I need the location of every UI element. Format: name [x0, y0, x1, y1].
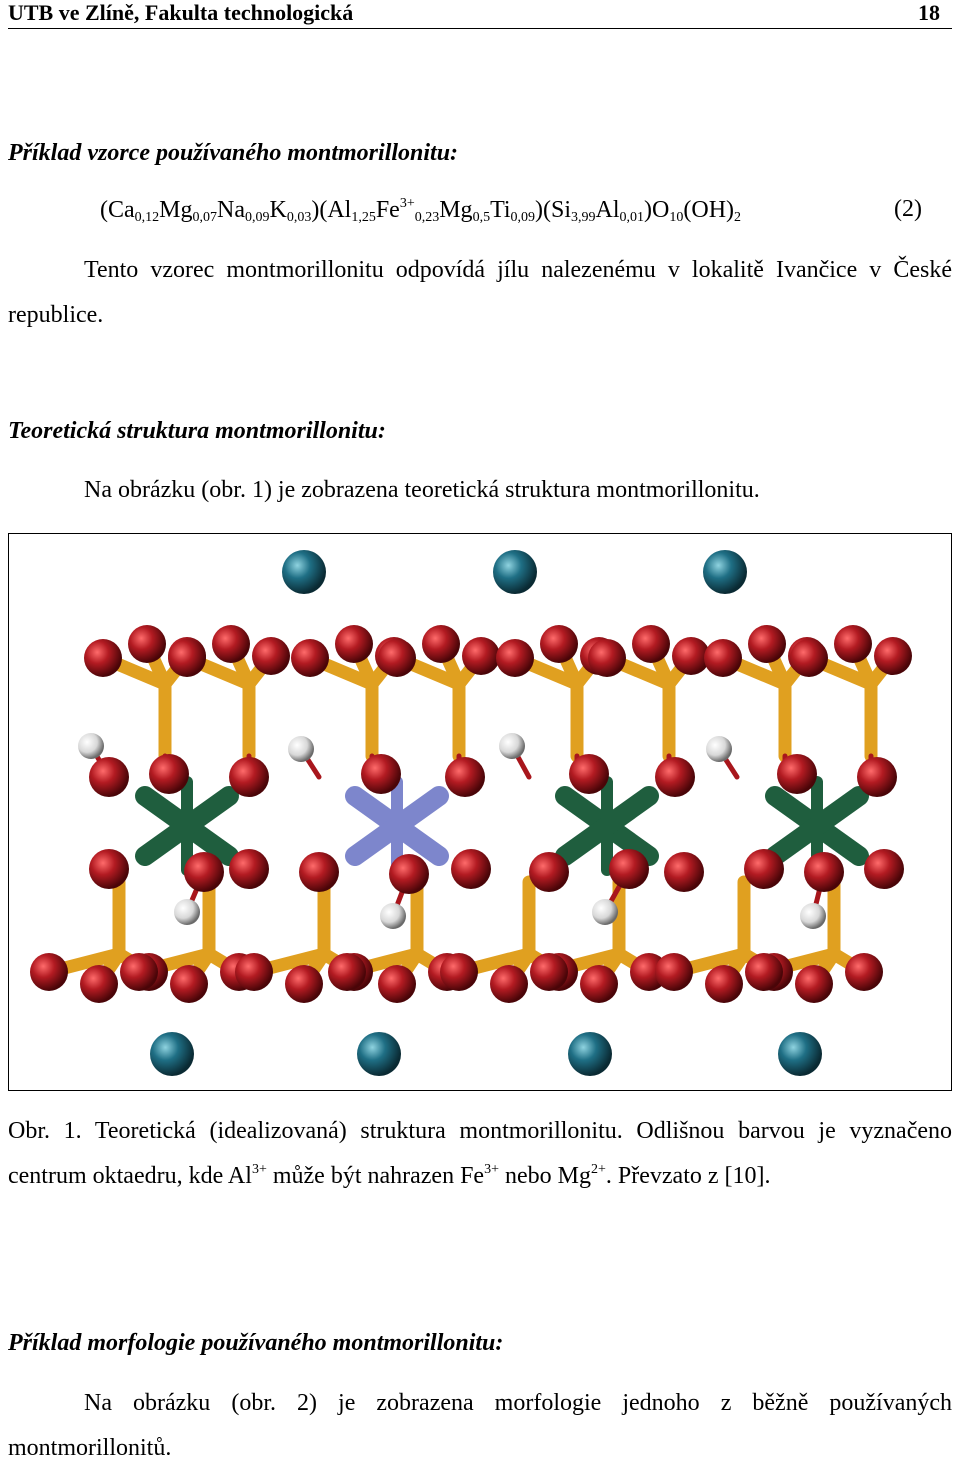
oxygen-atom — [777, 754, 817, 794]
oxygen-atom — [229, 849, 269, 889]
page-number: 18 — [918, 0, 940, 25]
oxygen-atom — [569, 754, 609, 794]
oxygen-atom — [422, 625, 460, 663]
oxygen-atom — [864, 849, 904, 889]
oxygen-atom — [857, 757, 897, 797]
oxygen-atom — [328, 953, 366, 991]
oxygen-atom — [252, 637, 290, 675]
paragraph-structure-intro: Na obrázku (obr. 1) je zobrazena teoreti… — [84, 477, 760, 503]
hydrogen-atom — [706, 736, 732, 762]
oxygen-atom — [235, 953, 273, 991]
interlayer-cation-atom — [282, 550, 326, 594]
oxygen-atom — [744, 849, 784, 889]
oxygen-atom — [745, 953, 783, 991]
oxygen-atom — [184, 852, 224, 892]
oxygen-atom — [845, 953, 883, 991]
hydrogen-atom — [288, 736, 314, 762]
interlayer-cation-atom — [568, 1032, 612, 1076]
oxygen-atom — [84, 639, 122, 677]
oxygen-atom — [440, 953, 478, 991]
oxygen-atom — [672, 637, 710, 675]
oxygen-atom — [655, 953, 693, 991]
oxygen-atom — [120, 953, 158, 991]
oxygen-atom — [580, 965, 618, 1003]
paragraph-morphology-intro: Na obrázku (obr. 2) je zobrazena morfolo… — [8, 1390, 952, 1461]
molecular-structure-illustration — [30, 550, 912, 1076]
chemical-formula: (Ca0,12Mg0,07Na0,09K0,03)(Al1,25Fe3+0,23… — [100, 196, 742, 225]
oxygen-atom — [285, 965, 323, 1003]
oxygen-atom — [378, 965, 416, 1003]
oxygen-atom — [540, 625, 578, 663]
oxygen-atom — [30, 953, 68, 991]
oxygen-atom — [229, 757, 269, 797]
oxygen-atom — [462, 637, 500, 675]
interlayer-cation-atom — [150, 1032, 194, 1076]
oxygen-atom — [80, 965, 118, 1003]
hydrogen-atom — [800, 903, 826, 929]
oxygen-atom — [128, 625, 166, 663]
figure-montmorillonite-structure — [8, 533, 952, 1091]
oxygen-atom — [378, 639, 416, 677]
oxygen-atom — [704, 639, 742, 677]
interlayer-cation-atom — [778, 1032, 822, 1076]
oxygen-atom — [609, 849, 649, 889]
oxygen-atom — [874, 637, 912, 675]
oxygen-atom — [299, 852, 339, 892]
hydrogen-atom — [174, 899, 200, 925]
figure-caption: Obr. 1. Teoretická (idealizovaná) strukt… — [8, 1118, 952, 1189]
oxygen-atom — [89, 849, 129, 889]
oxygen-atom — [496, 639, 534, 677]
oxygen-atom — [790, 639, 828, 677]
interlayer-cation-atom — [493, 550, 537, 594]
oxygen-atom — [804, 852, 844, 892]
equation-number: (2) — [894, 196, 922, 222]
interlayer-cation-atom — [357, 1032, 401, 1076]
oxygen-atom — [655, 757, 695, 797]
oxygen-atom — [664, 852, 704, 892]
paragraph-formula-origin: Tento vzorec montmorillonitu odpovídá jí… — [8, 257, 952, 328]
oxygen-atom — [335, 625, 373, 663]
section-heading-formula: Příklad vzorce používaného montmorilloni… — [8, 140, 459, 166]
oxygen-atom — [529, 852, 569, 892]
header-institution: UTB ve Zlíně, Fakulta technologická — [8, 0, 354, 25]
oxygen-atom — [389, 854, 429, 894]
oxygen-atom — [361, 754, 401, 794]
interlayer-cation-atom — [703, 550, 747, 594]
oxygen-atom — [588, 639, 626, 677]
oxygen-atom — [89, 757, 129, 797]
page-header: UTB ve Zlíně, Fakulta technologická 18 — [8, 0, 952, 29]
hydrogen-atom — [499, 733, 525, 759]
oxygen-atom — [168, 639, 206, 677]
hydrogen-atom — [78, 733, 104, 759]
oxygen-atom — [170, 965, 208, 1003]
oxygen-atom — [445, 757, 485, 797]
oxygen-atom — [795, 965, 833, 1003]
oxygen-atom — [490, 965, 528, 1003]
oxygen-atom — [451, 849, 491, 889]
hydrogen-atom — [592, 899, 618, 925]
oxygen-atom — [212, 625, 250, 663]
oxygen-atom — [748, 625, 786, 663]
section-heading-morphology: Příklad morfologie používaného montmoril… — [8, 1330, 504, 1356]
section-heading-structure: Teoretická struktura montmorillonitu: — [8, 418, 386, 444]
oxygen-atom — [530, 953, 568, 991]
oxygen-atom — [632, 625, 670, 663]
oxygen-atom — [834, 625, 872, 663]
oxygen-atom — [149, 754, 189, 794]
oxygen-atom — [705, 965, 743, 1003]
oxygen-atom — [291, 639, 329, 677]
hydrogen-atom — [380, 903, 406, 929]
